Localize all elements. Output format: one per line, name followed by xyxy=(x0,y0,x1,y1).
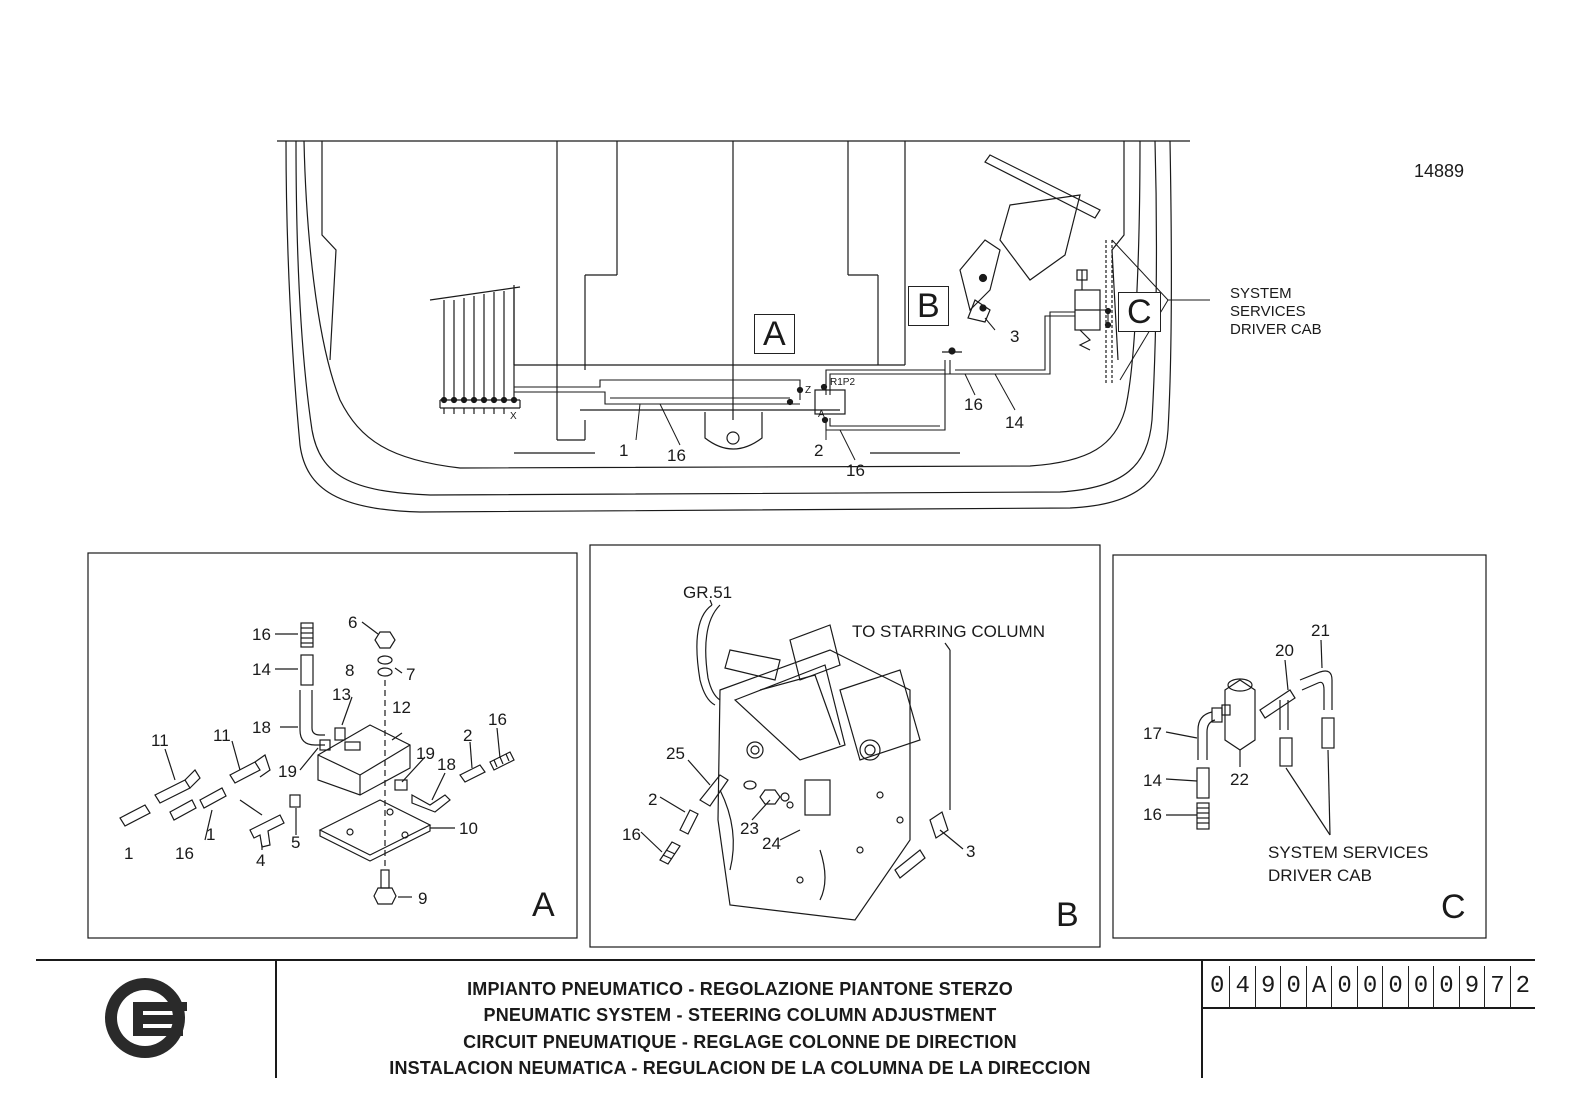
overview-leaders xyxy=(635,239,1210,461)
panel-b-letter: B xyxy=(1056,896,1079,934)
left-manifold xyxy=(429,286,521,414)
port-z-label: Z xyxy=(805,385,812,396)
callout: 8 xyxy=(345,661,355,680)
callout: 20 xyxy=(1275,641,1294,660)
callout: 2 xyxy=(463,726,473,745)
valve-r1p2 xyxy=(814,389,846,415)
panel-b-parts xyxy=(640,599,964,921)
callout: 4 xyxy=(256,851,266,870)
panel-a-letter: A xyxy=(532,886,555,924)
group-ref-label: GR.51 xyxy=(683,583,733,602)
panel-c-frame xyxy=(1112,554,1487,939)
valve-r1p2-label: R1P2 xyxy=(830,377,856,388)
callout: 1 xyxy=(206,825,216,844)
callout: 16 xyxy=(252,625,271,644)
floor-structure xyxy=(513,141,960,454)
code-char: 0 xyxy=(1407,966,1433,1008)
callout: 16 xyxy=(846,461,865,480)
starring-column-note: TO STARRING COLUMN xyxy=(852,622,1045,641)
callout: 3 xyxy=(1010,327,1020,346)
callout: 12 xyxy=(392,698,411,717)
panel-c-system-note: SYSTEM SERVICES DRIVER CAB xyxy=(1268,843,1429,885)
callout: 16 xyxy=(667,446,686,465)
callout: 11 xyxy=(213,726,231,745)
panel-b-frame xyxy=(589,544,1101,948)
code-char: 4 xyxy=(1229,966,1254,1008)
callout: 6 xyxy=(348,613,358,632)
callout: 14 xyxy=(1005,413,1024,432)
drawing-code: 0 4 9 0 A 0 0 0 0 0 9 7 2 xyxy=(1205,966,1535,1008)
air-lines xyxy=(514,309,1109,431)
title-block-rules xyxy=(36,959,1535,1078)
panel-c-letter: C xyxy=(1441,888,1466,926)
callout: 2 xyxy=(648,790,658,809)
callout: 22 xyxy=(1230,770,1249,789)
callout: 14 xyxy=(252,660,271,679)
panel-a-parts xyxy=(119,621,515,905)
code-char: 9 xyxy=(1254,966,1280,1008)
callout: 19 xyxy=(416,744,435,763)
callout: 18 xyxy=(437,755,456,774)
callout: 16 xyxy=(1143,805,1162,824)
callout: 16 xyxy=(964,395,983,414)
code-char: 0 xyxy=(1210,973,1225,1000)
callout: 1 xyxy=(619,441,629,460)
code-char: 0 xyxy=(1331,966,1356,1008)
callout: 21 xyxy=(1311,621,1330,640)
callout: 16 xyxy=(488,710,507,729)
callout: 16 xyxy=(175,844,194,863)
code-char: 2 xyxy=(1509,966,1535,1008)
callout: 11 xyxy=(151,731,169,750)
zone-label-b: B xyxy=(908,286,949,326)
callout: 17 xyxy=(1143,724,1162,743)
port-x-label: X xyxy=(510,411,517,422)
steering-column xyxy=(959,154,1101,323)
overview-system-note: SYSTEM SERVICES DRIVER CAB xyxy=(1230,285,1322,338)
code-char: 0 xyxy=(1356,966,1382,1008)
callout: 2 xyxy=(814,441,824,460)
code-char: 0 xyxy=(1280,966,1305,1008)
callout: 1 xyxy=(124,844,134,863)
panel-a-frame xyxy=(87,552,578,939)
panel-c-parts xyxy=(1165,639,1335,836)
callout: 18 xyxy=(252,718,271,737)
title-italian: IMPIANTO PNEUMATICO - REGOLAZIONE PIANTO… xyxy=(467,979,1013,999)
callout: 5 xyxy=(291,833,301,852)
callout: 7 xyxy=(406,665,416,684)
zone-label-a: A xyxy=(754,314,795,354)
company-logo xyxy=(105,978,187,1058)
code-char: 0 xyxy=(1382,966,1407,1008)
code-char: A xyxy=(1305,966,1331,1008)
callout: 25 xyxy=(666,744,685,763)
callout: 3 xyxy=(966,842,976,861)
drawing-number: 14889 xyxy=(1414,161,1465,181)
callout: 13 xyxy=(332,685,351,704)
callout: 9 xyxy=(418,889,428,908)
callout: 19 xyxy=(278,762,297,781)
callout: 23 xyxy=(740,819,759,838)
valve-c-symbol xyxy=(1074,240,1113,385)
code-char: 9 xyxy=(1458,966,1484,1008)
callout: 24 xyxy=(762,834,781,853)
title-french: CIRCUIT PNEUMATIQUE - REGLAGE COLONNE DE… xyxy=(463,1032,1017,1052)
code-char: 7 xyxy=(1484,966,1509,1008)
title-spanish: INSTALACION NEUMATICA - REGULACION DE LA… xyxy=(389,1058,1091,1078)
callout: 10 xyxy=(459,819,478,838)
callout: 16 xyxy=(622,825,641,844)
port-a-label: A xyxy=(818,409,825,420)
zone-label-c: C xyxy=(1118,292,1161,332)
title-english: PNEUMATIC SYSTEM - STEERING COLUMN ADJUS… xyxy=(483,1005,997,1025)
code-char: 0 xyxy=(1433,966,1458,1008)
callout: 14 xyxy=(1143,771,1162,790)
bus-body-outline xyxy=(277,140,1190,513)
